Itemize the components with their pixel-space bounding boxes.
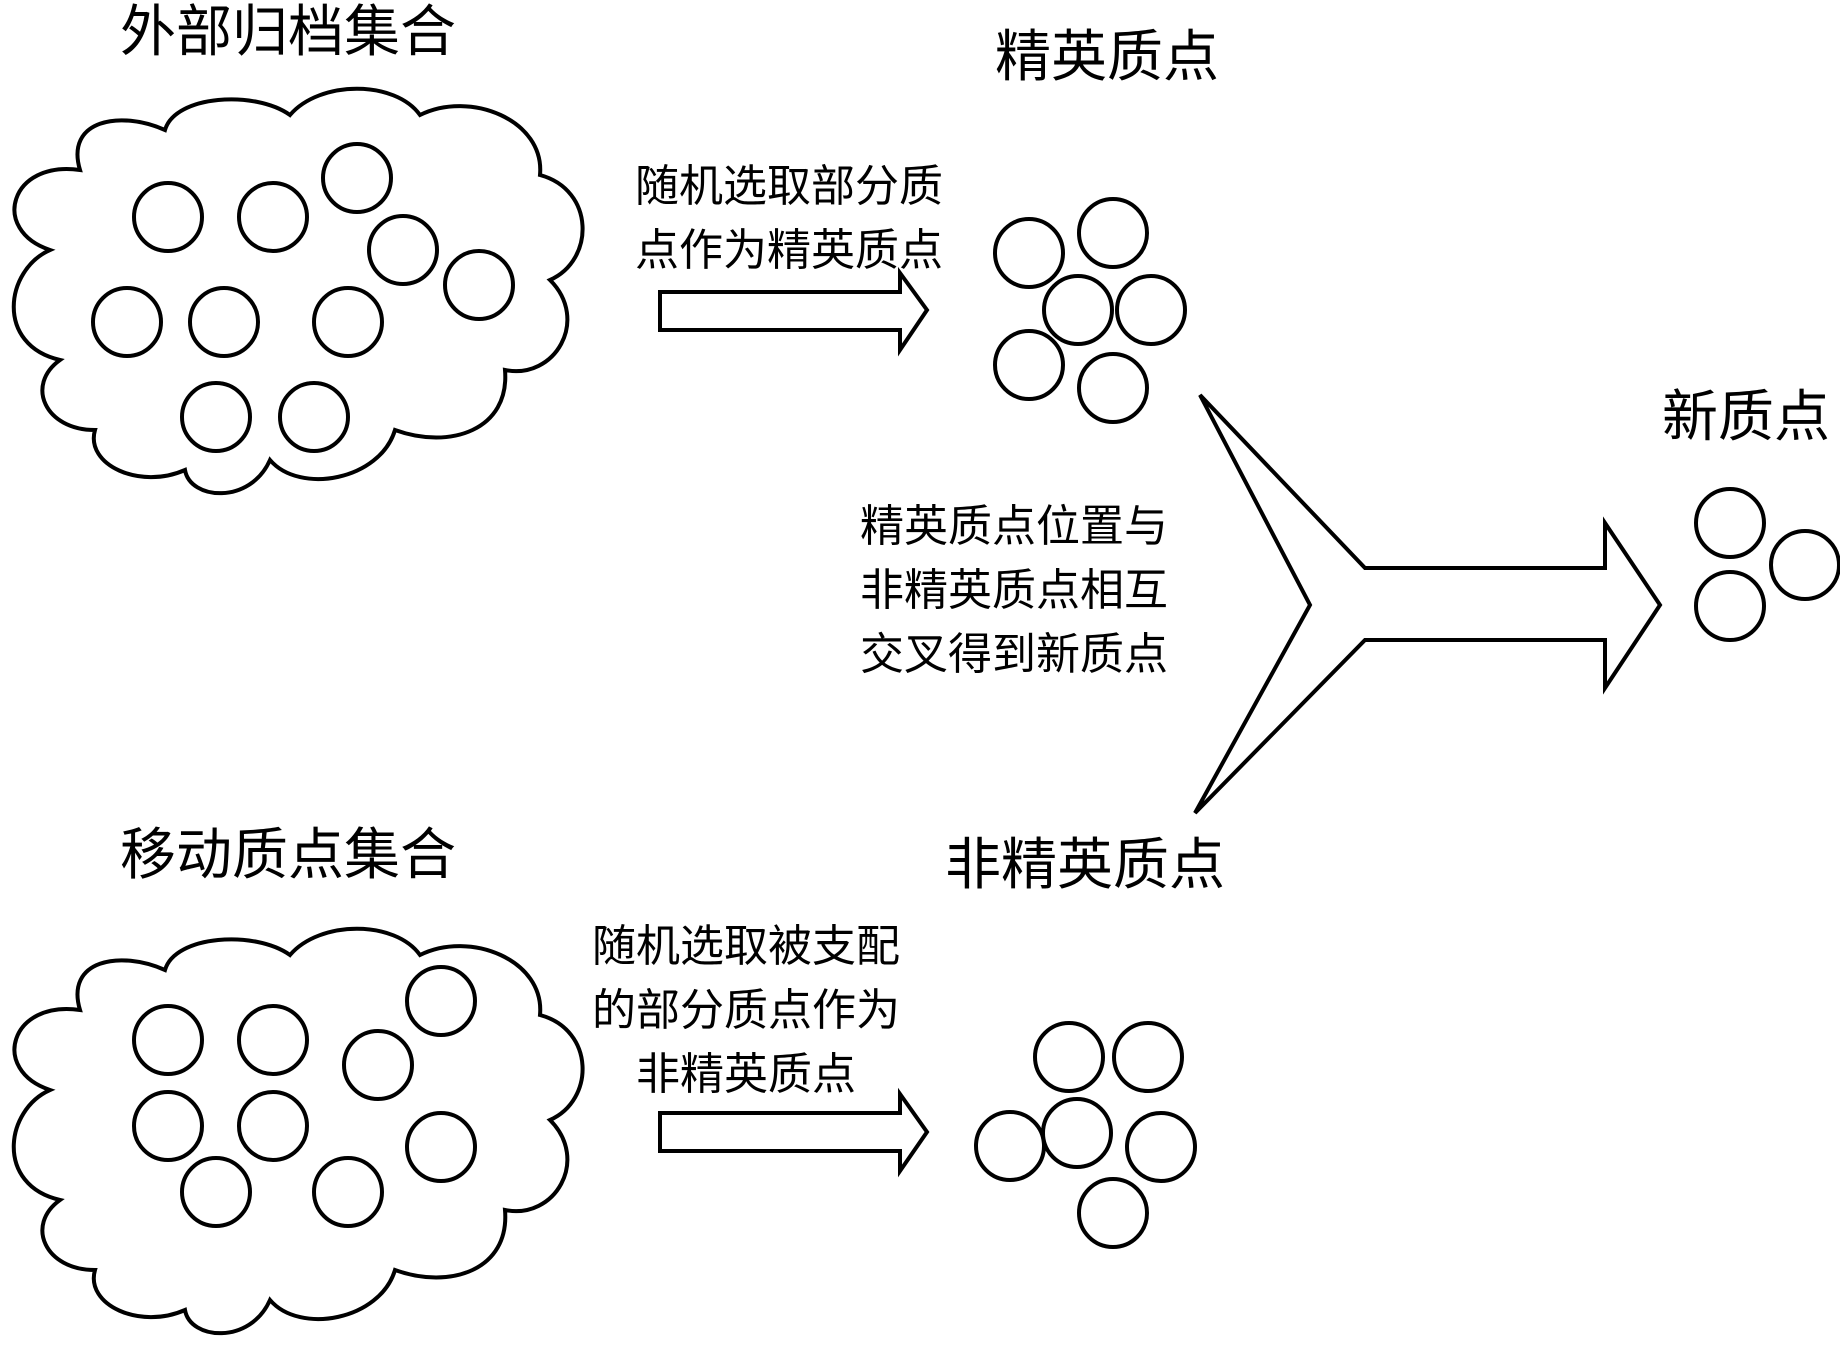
particle [1694,487,1766,559]
particle [1042,274,1114,346]
particle [342,1029,414,1101]
particle [405,1111,477,1183]
particle [180,1156,252,1228]
particle [188,286,260,358]
select-elite-arrow [658,266,930,357]
particle [237,1004,309,1076]
particle [132,1090,204,1162]
particle [132,1004,204,1076]
moving-set-label: 移动质点集合 [120,823,456,888]
particle [1115,274,1187,346]
particle [278,381,350,453]
particle [237,181,309,253]
note-line: 的部分质点作为 [592,985,900,1036]
archive-particles [91,142,515,453]
elite-particles [993,197,1187,424]
note-line: 随机选取被支配 [592,921,900,972]
particle [993,217,1065,289]
select-non-elite-note: 随机选取被支配 的部分质点作为 非精英质点 [592,915,900,1107]
note-line: 点作为精英质点 [635,225,943,276]
particle [1769,529,1840,601]
particle [180,381,252,453]
note-line: 交叉得到新质点 [860,629,1168,680]
note-line: 随机选取部分质 [635,161,943,212]
particle [237,1090,309,1162]
particle [1694,570,1766,642]
particle [1077,197,1149,269]
elite-label: 精英质点 [995,25,1219,90]
particle [1077,1177,1149,1249]
moving-particles [132,965,477,1228]
particle [312,286,384,358]
particle [367,214,439,286]
particle [1077,352,1149,424]
new-particles-label: 新质点 [1662,385,1830,450]
particle [993,329,1065,401]
particle [1041,1097,1113,1169]
non-elite-particles [974,1021,1197,1249]
note-line: 非精英质点相互 [860,565,1168,616]
particle [1112,1021,1184,1093]
particle [321,142,393,214]
archive-set-label: 外部归档集合 [120,0,456,65]
particle [312,1156,384,1228]
new-particles [1694,487,1840,642]
select-non-elite-arrow [658,1087,930,1178]
crossover-note: 精英质点位置与 非精英质点相互 交叉得到新质点 [860,495,1168,687]
note-line: 非精英质点 [636,1049,856,1100]
particle [91,286,163,358]
particle [1125,1111,1197,1183]
select-elite-note: 随机选取部分质 点作为精英质点 [635,155,943,283]
particle [443,249,515,321]
particle [1033,1021,1105,1093]
particle [405,965,477,1037]
particle [132,181,204,253]
note-line: 精英质点位置与 [860,501,1168,552]
crossover-arrow [1193,393,1663,815]
particle [974,1110,1046,1182]
non-elite-label: 非精英质点 [945,833,1225,898]
